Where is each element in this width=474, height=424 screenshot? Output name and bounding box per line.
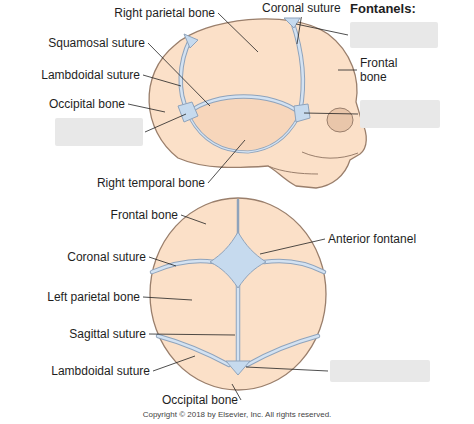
suture-outline bbox=[181, 40, 190, 112]
sutures-lateral bbox=[181, 21, 303, 152]
blank-label-box bbox=[350, 22, 438, 48]
copyright-note: Copyright © 2018 by Elsevier, Inc. All r… bbox=[143, 410, 332, 420]
leader-line bbox=[143, 297, 192, 300]
leader-line bbox=[148, 43, 210, 106]
leader-line bbox=[338, 70, 357, 71]
leader-line bbox=[143, 75, 181, 86]
part-label: Anterior fontanel bbox=[328, 232, 416, 246]
blank-label-box bbox=[55, 118, 143, 146]
fontanel-posterior bbox=[226, 361, 250, 375]
mandible-line bbox=[268, 166, 318, 174]
part-label: Frontal bone bbox=[111, 208, 178, 222]
leader-line bbox=[145, 114, 186, 132]
part-label: Squamosal suture bbox=[48, 36, 145, 50]
suture-fill bbox=[190, 118, 298, 152]
leader-line bbox=[149, 334, 235, 335]
blank-leaders bbox=[145, 24, 358, 371]
part-label: Coronal suture bbox=[262, 1, 341, 15]
fontanel-anterior bbox=[210, 232, 266, 288]
suture-fill bbox=[292, 21, 303, 112]
suture-outline bbox=[237, 200, 240, 234]
part-label: Frontal bone bbox=[360, 56, 412, 84]
orbit bbox=[327, 108, 353, 132]
leader-line bbox=[153, 356, 195, 371]
part-label: Occipital bone bbox=[49, 97, 125, 111]
suture-outline bbox=[292, 21, 303, 112]
blank-label-box bbox=[330, 360, 430, 382]
suture-outline bbox=[190, 118, 298, 152]
leader-line bbox=[128, 104, 165, 112]
leader-line bbox=[208, 140, 245, 183]
suture-fill bbox=[237, 284, 240, 362]
fontanel-mastoid bbox=[178, 102, 198, 122]
part-label: Coronal suture bbox=[67, 250, 146, 264]
suture-outline bbox=[188, 97, 300, 114]
leader-line bbox=[260, 239, 325, 254]
leader-line bbox=[246, 367, 328, 371]
suture-fill bbox=[188, 97, 300, 114]
cranium-lateral bbox=[149, 19, 366, 188]
leader-line bbox=[181, 215, 206, 224]
sutures-superior bbox=[152, 200, 324, 365]
fontanel-heading: Fontanels: bbox=[350, 2, 416, 16]
blank-label-box bbox=[360, 100, 440, 128]
part-label: Sagittal suture bbox=[69, 327, 146, 341]
cranium-superior bbox=[150, 198, 326, 390]
leader-line bbox=[297, 17, 301, 44]
part-label: Occipital bone bbox=[162, 393, 238, 407]
maxilla-line bbox=[302, 152, 358, 158]
part-label: Left parietal bone bbox=[47, 290, 140, 304]
part-label: Right parietal bone bbox=[114, 6, 215, 20]
suture-fill bbox=[181, 40, 190, 112]
suture-outline bbox=[236, 284, 241, 362]
leader-line bbox=[218, 13, 258, 52]
part-label: Lambdoidal suture bbox=[51, 364, 150, 378]
part-label: Right temporal bone bbox=[97, 176, 205, 190]
leader-line bbox=[304, 113, 358, 114]
leader-line bbox=[296, 24, 348, 35]
fontanel-posterior-lateral bbox=[184, 34, 198, 48]
fontanel-anterior-lateral bbox=[284, 18, 300, 28]
part-label: Lambdoidal suture bbox=[41, 68, 140, 82]
temporal-bone bbox=[188, 98, 300, 153]
leader-line bbox=[149, 257, 176, 266]
